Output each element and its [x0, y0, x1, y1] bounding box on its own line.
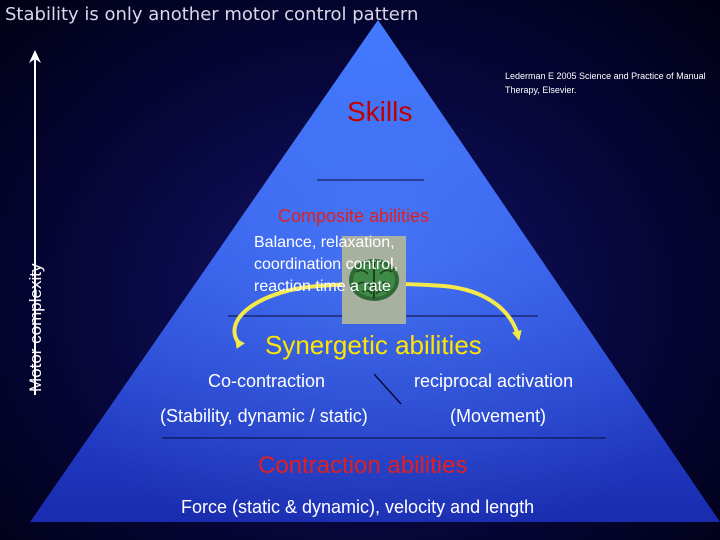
- composite-line-1: Balance, relaxation,: [254, 234, 395, 251]
- contraction-detail: Force (static & dynamic), velocity and l…: [181, 497, 535, 517]
- slide-title: Stability is only another motor control …: [5, 4, 419, 25]
- synergetic-left-item: Co-contraction: [208, 371, 326, 391]
- separator-slash: [373, 373, 402, 405]
- axis-label: Motor complexity: [26, 263, 45, 392]
- composite-line-3: reaction time a rate: [254, 278, 391, 295]
- level-contraction-heading: Contraction abilities: [258, 452, 468, 479]
- citation: Lederman E 2005 Science and Practice of …: [505, 71, 706, 95]
- synergetic-right-item: reciprocal activation: [414, 371, 574, 391]
- brain-image: [342, 236, 406, 324]
- composite-line-2: coordination control,: [254, 256, 399, 273]
- brain-icon: [349, 259, 399, 301]
- level-composite-heading: Composite abilities: [278, 206, 430, 226]
- level-skills: Skills: [347, 96, 413, 127]
- synergetic-right-note: (Movement): [450, 406, 547, 426]
- synergetic-left-note: (Stability, dynamic / static): [160, 406, 368, 426]
- level-synergetic-heading: Synergetic abilities: [265, 330, 482, 360]
